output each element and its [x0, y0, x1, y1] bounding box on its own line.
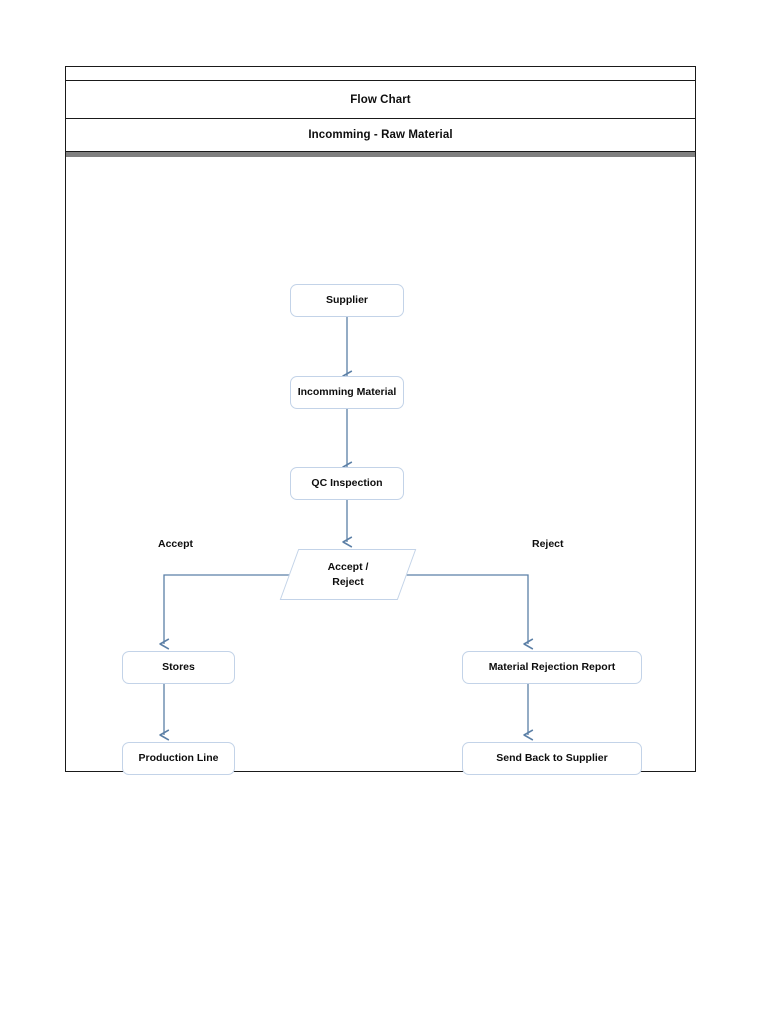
node-qc-inspection[interactable]: QC Inspection: [290, 467, 404, 500]
edge-label-accept: Accept: [158, 538, 193, 550]
page-subtitle: Incomming - Raw Material: [308, 129, 453, 141]
node-production-line-label: Production Line: [138, 751, 219, 764]
node-material-rejection-report[interactable]: Material Rejection Report: [462, 651, 642, 684]
node-qc-inspection-label: QC Inspection: [311, 476, 383, 489]
flowchart-canvas: Supplier Incomming Material QC Inspectio…: [66, 157, 695, 775]
edge-label-reject: Reject: [532, 538, 564, 550]
node-stores[interactable]: Stores: [122, 651, 235, 684]
header-blank-row: [66, 67, 695, 81]
node-material-rejection-report-label: Material Rejection Report: [488, 660, 616, 673]
header-subtitle-row: Incomming - Raw Material: [66, 119, 695, 152]
node-accept-reject-decision[interactable]: Accept / Reject: [279, 549, 417, 600]
node-supplier[interactable]: Supplier: [290, 284, 404, 317]
node-send-back-to-supplier[interactable]: Send Back to Supplier: [462, 742, 642, 775]
decision-label-line-1: Accept /: [327, 561, 369, 574]
node-send-back-to-supplier-label: Send Back to Supplier: [496, 751, 608, 764]
node-incomming-material[interactable]: Incomming Material: [290, 376, 404, 409]
node-accept-reject-label: Accept / Reject: [328, 560, 369, 588]
decision-label-line-2: Reject: [332, 575, 364, 588]
edge-label-accept-text: Accept: [158, 538, 194, 550]
document-frame: Flow Chart Incomming - Raw Material: [65, 66, 696, 775]
node-production-line[interactable]: Production Line: [122, 742, 235, 775]
node-supplier-label: Supplier: [325, 293, 368, 306]
edge-decision-to-rejection: [406, 574, 528, 644]
edge-label-reject-text: Reject: [532, 538, 564, 550]
node-stores-label: Stores: [162, 660, 195, 673]
page-title: Flow Chart: [350, 93, 411, 106]
header-title-row: Flow Chart: [66, 81, 695, 119]
node-incomming-material-label: Incomming Material: [297, 385, 397, 398]
header-divider-bar: [66, 152, 695, 157]
